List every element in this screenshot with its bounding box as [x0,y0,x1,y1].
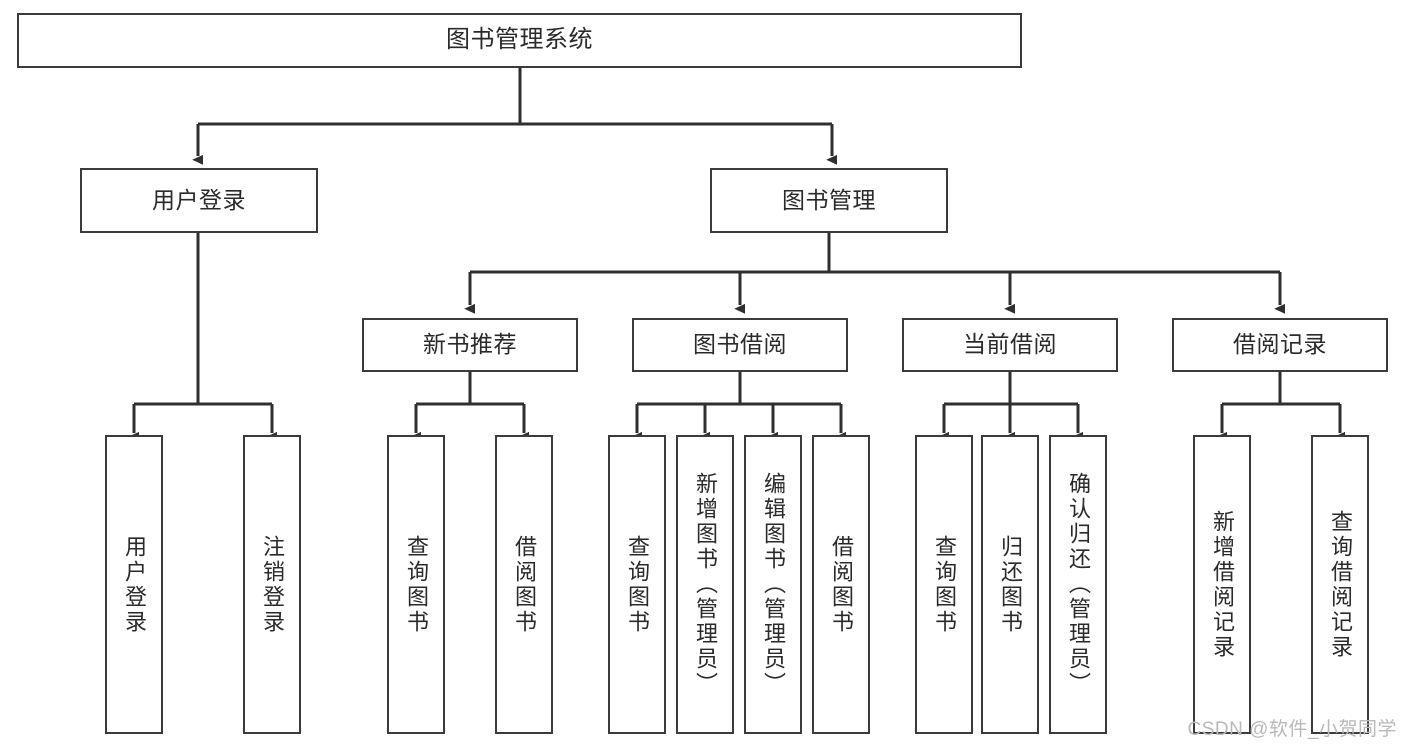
node-leaf-borrow-book-1[interactable]: 借阅图书 [495,435,553,734]
edge-bookmgmt-to-level3 [464,233,1286,314]
node-leaf-borrow-book-2[interactable]: 借阅图书 [812,435,870,734]
node-leaf-query-record-label: 查询借阅记录 [1328,509,1353,660]
node-leaf-confirm-return-label: 确认归还（管理员） [1066,472,1091,697]
node-leaf-edit-book[interactable]: 编辑图书（管理员） [744,435,802,734]
edge-root-to-level2 [192,68,838,165]
node-leaf-query-book-3[interactable]: 查询图书 [915,435,973,734]
node-leaf-add-book-label: 新增图书（管理员） [693,472,718,697]
csdn-watermark: CSDN @软件_小贺同学 [1187,719,1397,740]
node-book-borrow[interactable]: 图书借阅 [632,318,848,372]
node-user-login-label: 用户登录 [152,186,246,213]
node-leaf-borrow-book-2-label: 借阅图书 [829,534,854,635]
edge-bookborrow-to-leaves [631,372,847,442]
node-leaf-query-book-2[interactable]: 查询图书 [608,435,666,734]
node-leaf-user-login-label: 用户登录 [122,534,147,635]
node-leaf-edit-book-label: 编辑图书（管理员） [761,472,786,697]
node-leaf-query-book-1[interactable]: 查询图书 [387,435,445,734]
node-leaf-query-record[interactable]: 查询借阅记录 [1311,435,1369,734]
node-leaf-query-book-1-label: 查询图书 [404,534,429,635]
node-book-management[interactable]: 图书管理 [710,168,948,233]
node-borrow-record-label: 借阅记录 [1233,331,1327,358]
node-leaf-query-book-3-label: 查询图书 [932,534,957,635]
edge-newbookrec-to-leaves [410,372,530,442]
node-leaf-return-book[interactable]: 归还图书 [981,435,1039,734]
node-leaf-logout-label: 注销登录 [260,534,285,635]
edge-currentborrow-to-leaves [938,372,1084,442]
node-leaf-add-book[interactable]: 新增图书（管理员） [676,435,734,734]
node-new-book-recommend-label: 新书推荐 [423,331,517,358]
node-leaf-return-book-label: 归还图书 [998,534,1023,635]
node-leaf-user-login[interactable]: 用户登录 [105,435,163,734]
node-root-label: 图书管理系统 [446,26,593,54]
node-leaf-query-book-2-label: 查询图书 [625,534,650,635]
edge-borrowrecord-to-leaves [1216,372,1346,442]
node-book-borrow-label: 图书借阅 [693,331,787,358]
node-root[interactable]: 图书管理系统 [17,13,1022,68]
edge-userlogin-to-leaves [128,233,278,442]
node-book-management-label: 图书管理 [782,186,876,213]
node-current-borrow-label: 当前借阅 [963,331,1057,358]
node-leaf-confirm-return[interactable]: 确认归还（管理员） [1049,435,1107,734]
node-borrow-record[interactable]: 借阅记录 [1172,318,1388,372]
node-leaf-logout[interactable]: 注销登录 [243,435,301,734]
node-current-borrow[interactable]: 当前借阅 [902,318,1118,372]
node-leaf-borrow-book-1-label: 借阅图书 [512,534,537,635]
node-new-book-recommend[interactable]: 新书推荐 [362,318,578,372]
node-leaf-add-record-label: 新增借阅记录 [1210,509,1235,660]
node-user-login[interactable]: 用户登录 [80,168,318,233]
node-leaf-add-record[interactable]: 新增借阅记录 [1193,435,1251,734]
